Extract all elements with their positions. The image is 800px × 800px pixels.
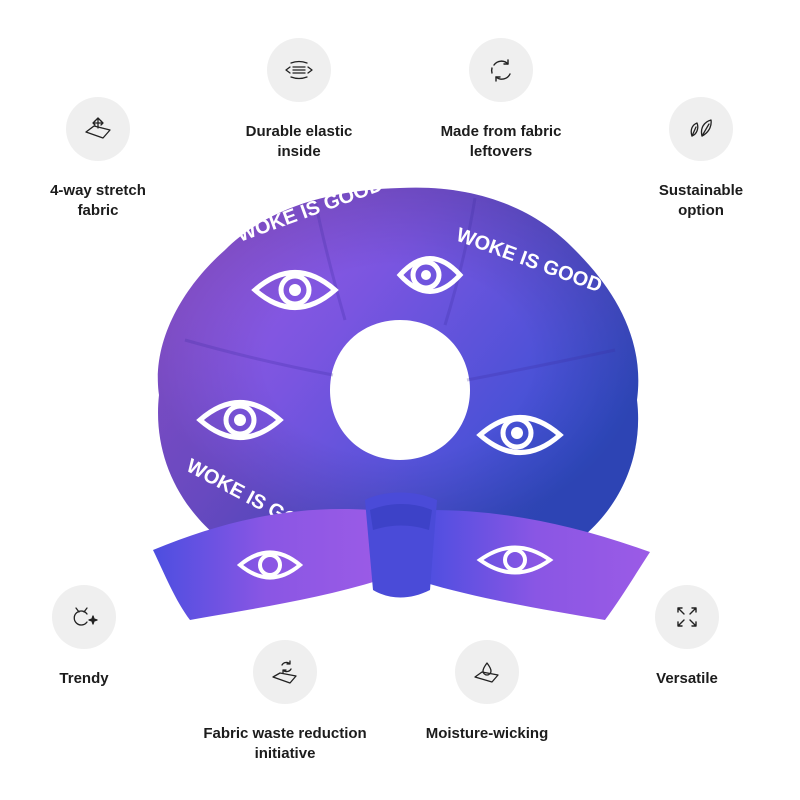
scrunchie-bow-right <box>423 510 650 620</box>
feature-label-line: Fabric waste reduction <box>203 725 367 742</box>
water-drop-fabric-icon <box>455 640 519 704</box>
feature-waste-reduction: Fabric waste reduction initiative <box>175 640 395 764</box>
feature-label-line: Sustainable <box>658 182 744 199</box>
feature-label-line: Moisture-wicking <box>425 725 549 742</box>
feature-label-line: 4-way stretch <box>50 182 146 199</box>
feature-4-way-stretch: 4-way stretch fabric <box>0 97 208 221</box>
feature-label-line: Made from fabric <box>440 123 562 140</box>
feature-fabric-leftovers: Made from fabric leftovers <box>391 38 611 162</box>
feature-trendy: Trendy <box>0 585 194 689</box>
elastic-band-icon <box>267 38 331 102</box>
recycle-arrows-icon <box>469 38 533 102</box>
fabric-recycle-icon <box>253 640 317 704</box>
feature-durable-elastic: Durable elastic inside <box>189 38 409 162</box>
feature-moisture-wicking: Moisture-wicking <box>377 640 597 744</box>
feature-sustainable: Sustainable option <box>591 97 800 221</box>
feature-label-line: Trendy <box>59 670 109 687</box>
feature-label-line: option <box>678 202 724 219</box>
trendy-sparkle-icon <box>52 585 116 649</box>
feature-versatile: Versatile <box>577 585 797 689</box>
leaves-icon <box>669 97 733 161</box>
feature-label-line: Versatile <box>656 670 718 687</box>
expand-arrows-icon <box>655 585 719 649</box>
scrunchie-product-image: WOKE IS GOOD WOKE IS GOOD WOKE IS GOOD <box>153 180 650 620</box>
feature-label-line: leftovers <box>469 143 533 160</box>
feature-label-line: initiative <box>254 745 316 762</box>
scrunchie-bow-left <box>153 509 380 620</box>
feature-label-line: Durable elastic <box>245 123 353 140</box>
four-way-stretch-icon <box>66 97 130 161</box>
feature-label-line: inside <box>277 143 321 160</box>
feature-label-line: fabric <box>77 202 119 219</box>
